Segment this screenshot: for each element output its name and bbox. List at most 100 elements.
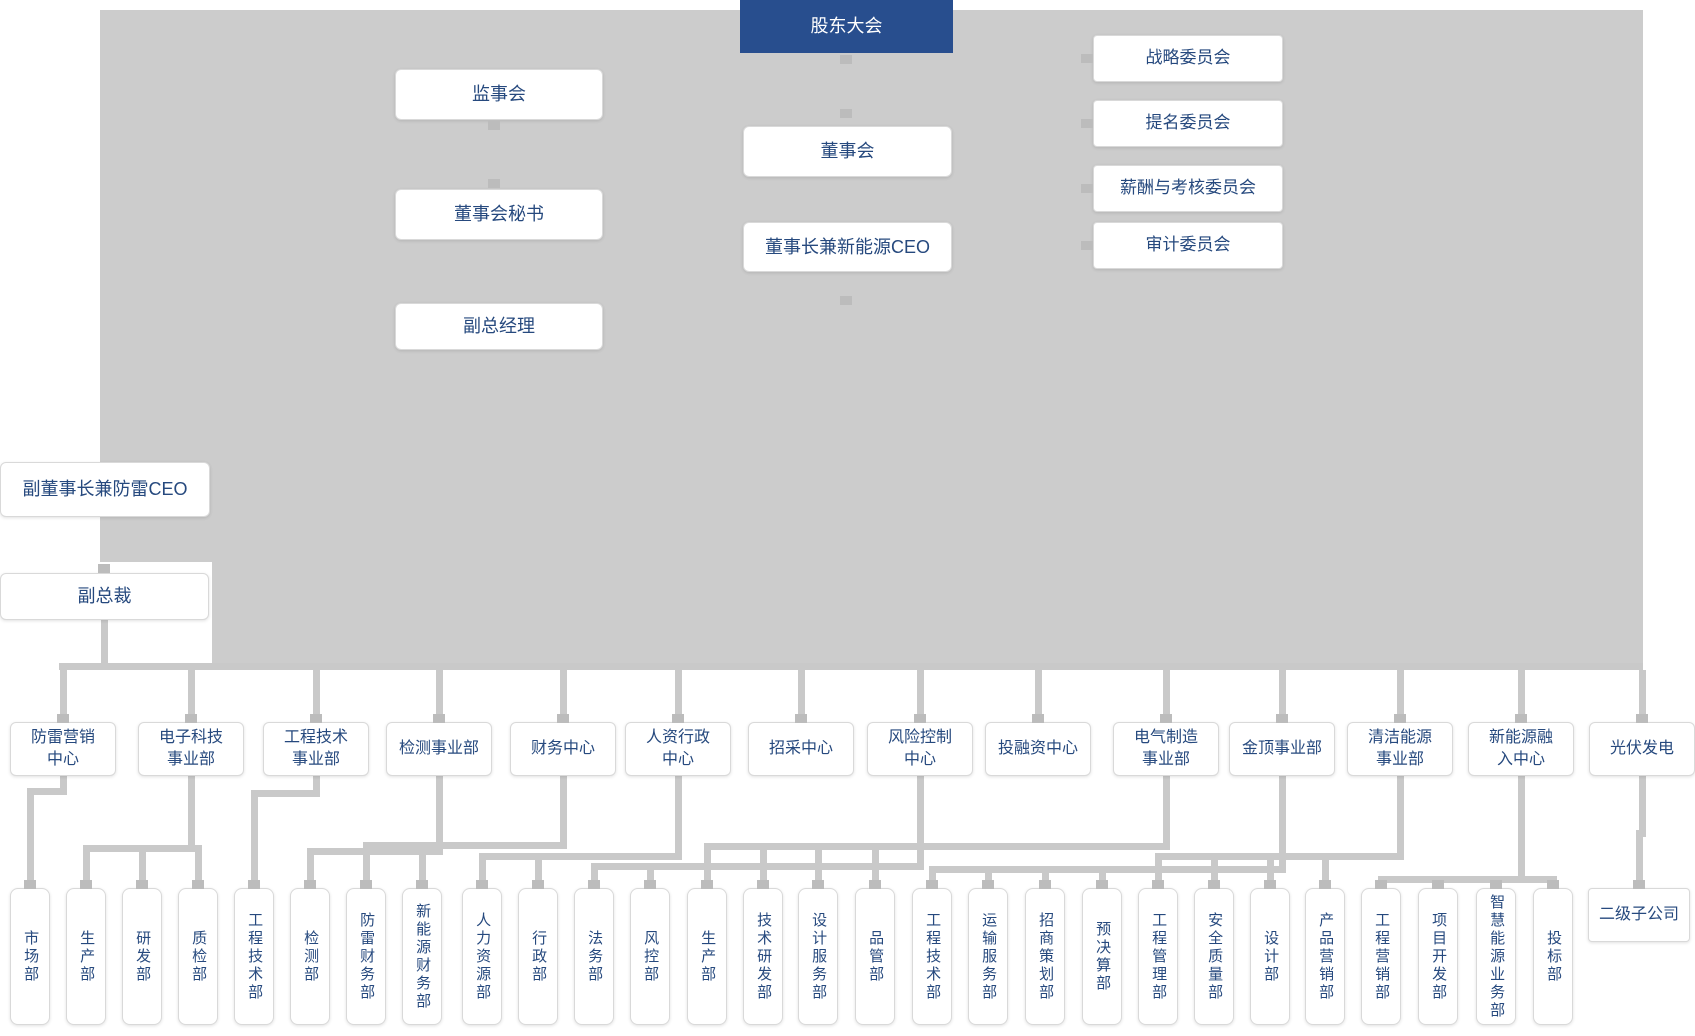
- market-dept: 市场部: [10, 888, 50, 1025]
- connector-line: [1377, 876, 1557, 883]
- production-dept-1: 生产部: [66, 888, 106, 1025]
- canvas-background: [100, 10, 1643, 670]
- dept-box-nub: [757, 880, 769, 889]
- finance-center: 财务中心: [510, 722, 616, 776]
- mid-box-nub: [1276, 714, 1288, 723]
- strategy-committee: 战略委员会: [1093, 35, 1283, 82]
- connector-line: [703, 843, 711, 890]
- trunk-drop-line: [559, 670, 567, 724]
- project-mgmt-dept: 工程管理部: [1138, 888, 1178, 1025]
- vice-president: 副总裁: [0, 573, 209, 620]
- connector-line: [362, 842, 370, 890]
- clean-energy-division: 清洁能源 事业部: [1347, 722, 1453, 776]
- dept-box-nub: [1375, 880, 1387, 889]
- lightning-finance-dept: 防雷财务部: [346, 888, 386, 1025]
- mid-box-nub: [557, 714, 569, 723]
- main-bus-line: [59, 663, 1643, 670]
- board-of-directors: 董事会: [743, 126, 952, 177]
- budget-dept: 预决算部: [1082, 888, 1122, 1025]
- trunk-drop-line: [187, 670, 195, 724]
- dept-box-nub: [532, 880, 544, 889]
- mid-box-nub: [795, 714, 807, 723]
- connector-line: [1098, 866, 1106, 890]
- connector-nub: [1081, 184, 1093, 193]
- connector-line: [306, 848, 443, 855]
- connector-line: [1154, 853, 1404, 860]
- risk-dept: 风控部: [630, 888, 670, 1025]
- quality-mgmt-dept: 品管部: [855, 888, 895, 1025]
- mid-box-nub: [914, 714, 926, 723]
- procurement-center: 招采中心: [748, 722, 854, 776]
- dept-box-nub: [1319, 880, 1331, 889]
- investment-financing-center: 投融资中心: [985, 722, 1091, 776]
- board-secretary: 董事会秘书: [395, 189, 603, 240]
- chairman-new-energy-ceo: 董事长兼新能源CEO: [743, 222, 952, 272]
- new-energy-integration-center: 新能源融 入中心: [1468, 722, 1574, 776]
- connector-line: [703, 843, 1170, 850]
- mid-box-nub: [1032, 714, 1044, 723]
- mid-box-nub: [1160, 714, 1172, 723]
- connector-line: [928, 866, 936, 890]
- connector-line: [82, 845, 90, 890]
- dept-box-nub: [588, 880, 600, 889]
- dept-box-nub: [24, 880, 36, 889]
- dept-box-nub: [476, 880, 488, 889]
- quality-inspection-dept: 质检部: [178, 888, 218, 1025]
- connector-line: [418, 842, 426, 890]
- mid-box-nub: [672, 714, 684, 723]
- connector-line: [1321, 853, 1329, 890]
- dept-box-nub: [1490, 880, 1502, 889]
- connector-line: [435, 776, 443, 855]
- mid-box-nub: [433, 714, 445, 723]
- connector-line: [1266, 853, 1274, 890]
- connector-nub: [840, 55, 852, 64]
- electrical-mfg-division: 电气制造 事业部: [1113, 722, 1219, 776]
- dept-box-nub: [360, 880, 372, 889]
- mid-box-nub: [1394, 714, 1406, 723]
- dept-box-nub: [982, 880, 994, 889]
- supervisory-board: 监事会: [395, 69, 603, 120]
- connector-line: [1154, 853, 1162, 890]
- connector-line: [1635, 830, 1643, 890]
- connector-nub: [98, 564, 110, 573]
- connector-line: [984, 866, 992, 890]
- dept-box-nub: [869, 880, 881, 889]
- connector-line: [362, 842, 567, 849]
- connector-line: [590, 863, 598, 890]
- connector-line: [646, 863, 654, 890]
- trunk-drop-line: [1034, 670, 1042, 724]
- connector-line: [1638, 776, 1646, 837]
- admin-dept: 行政部: [518, 888, 558, 1025]
- dept-box-nub: [1633, 880, 1645, 889]
- lightning-marketing-center: 防雷营销 中心: [10, 722, 116, 776]
- deputy-general-manager: 副总经理: [395, 303, 603, 350]
- shareholders-meeting: 股东大会: [740, 0, 953, 53]
- hr-dept: 人力资源部: [462, 888, 502, 1025]
- connector-line: [1041, 866, 1049, 890]
- dept-box-nub: [1547, 880, 1559, 889]
- new-energy-finance-dept: 新能源财务部: [402, 888, 442, 1025]
- testing-division: 检测事业部: [386, 722, 492, 776]
- connector-line: [1210, 853, 1218, 890]
- connector-line: [306, 848, 314, 890]
- vice-chairman-lightning-ceo: 副董事长兼防雷CEO: [0, 462, 210, 517]
- dept-box-nub: [1432, 880, 1444, 889]
- electronic-tech-division: 电子科技 事业部: [138, 722, 244, 776]
- merchant-planning-dept: 招商策划部: [1025, 888, 1065, 1025]
- connector-line: [674, 776, 682, 860]
- legal-dept: 法务部: [574, 888, 614, 1025]
- connector-nub: [1081, 54, 1093, 63]
- dept-box-nub: [926, 880, 938, 889]
- dept-box-nub: [1208, 880, 1220, 889]
- project-dev-dept: 项目开发部: [1418, 888, 1458, 1025]
- product-marketing-dept: 产品营销部: [1305, 888, 1345, 1025]
- dept-box-nub: [416, 880, 428, 889]
- mid-box-nub: [57, 714, 69, 723]
- trunk-drop-line: [674, 670, 682, 724]
- connector-line: [478, 853, 682, 860]
- compensation-assessment-committee: 薪酬与考核委员会: [1093, 165, 1283, 212]
- trunk-drop-line: [312, 670, 320, 724]
- production-dept-2: 生产部: [687, 888, 727, 1025]
- connector-line: [59, 776, 67, 795]
- dept-box-nub: [644, 880, 656, 889]
